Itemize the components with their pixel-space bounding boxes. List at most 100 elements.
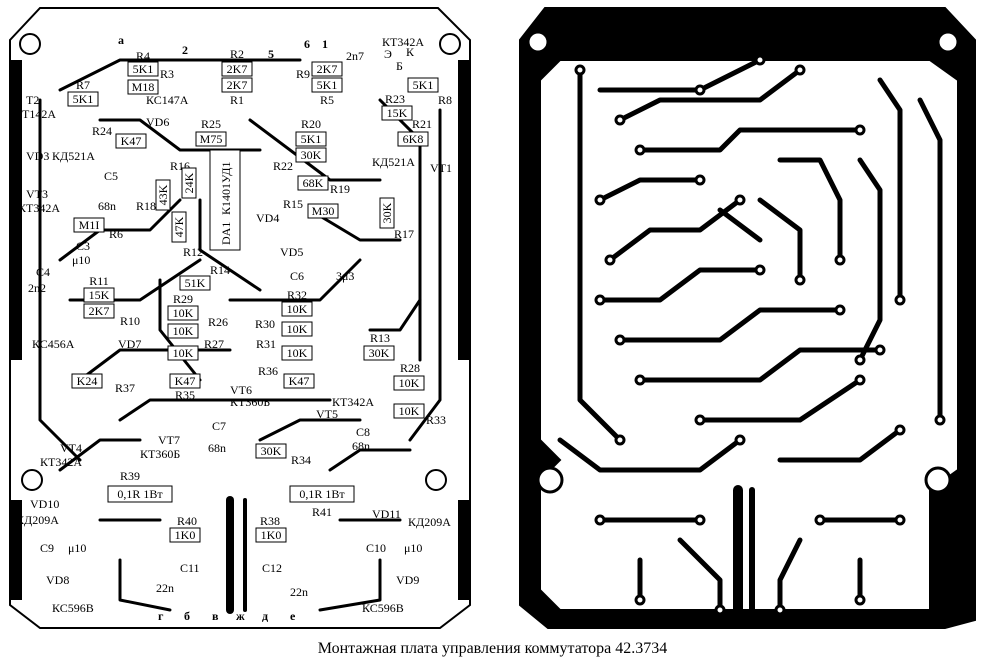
label-mu10-c10: μ10 <box>404 541 422 555</box>
label-c6: C6 <box>290 269 304 283</box>
resistor-R3 <box>127 79 159 95</box>
resistor-R31-value: 10K <box>287 346 308 360</box>
resistor-R29-value: 10K <box>173 306 194 320</box>
resistor-R4 <box>127 61 159 77</box>
resistor-R23 <box>381 105 413 121</box>
label-kt342a-vt5: КТ342А <box>332 395 374 409</box>
resistor-R8-value: 5K1 <box>413 78 434 92</box>
resistor-R12 <box>171 211 187 243</box>
label-vt1: VT1 <box>430 161 452 175</box>
resistor-R19-ref: R19 <box>330 182 350 196</box>
resistor-R31 <box>281 345 313 361</box>
ic-DA1-type: К1401УД1 <box>219 162 233 215</box>
ic-DA1-name: DA1 <box>219 222 233 245</box>
resistor-R36-value: K47 <box>289 374 310 388</box>
label-22n-c11: 22n <box>156 581 174 595</box>
resistor-R20-value: 5K1 <box>301 132 322 146</box>
label-68n-c5: 68n <box>98 199 116 213</box>
label-vt7: VT7 <box>158 433 180 447</box>
label-c10: C10 <box>366 541 386 555</box>
resistor-R7-value: 5K1 <box>73 92 94 106</box>
resistor-R19 <box>297 175 329 191</box>
label-t142a: Т142А <box>22 107 56 121</box>
label-vd4: VD4 <box>256 211 279 225</box>
resistor-R22-ref: R22 <box>273 159 293 173</box>
label-kt360b-vt7: КТ360Б <box>140 447 180 461</box>
pin-b: б <box>184 609 190 623</box>
resistor-R20 <box>295 131 327 147</box>
label-1: 1 <box>322 37 328 51</box>
label-a: а <box>118 33 124 47</box>
resistor-R35-value: K47 <box>175 374 196 388</box>
resistor-R12-ref: R12 <box>183 245 203 259</box>
label-6: 6 <box>304 37 310 51</box>
resistor-R30-value: 10K <box>287 322 308 336</box>
resistor-R2-ref: R2 <box>230 47 244 61</box>
resistor-R30-ref: R30 <box>255 317 275 331</box>
figure-caption: Монтажная плата управления коммутатора 4… <box>317 640 668 657</box>
label-kd209a-right: КД209А <box>408 515 451 529</box>
resistor-R39 <box>107 485 173 503</box>
label-vt6: VT6 <box>230 383 252 397</box>
resistor-R2-value: 2K7 <box>227 62 248 76</box>
resistor-R11 <box>83 287 115 303</box>
resistor-R18-value: 24K <box>182 172 196 193</box>
resistor-R32-value: 10K <box>287 302 308 316</box>
pin-zh: ж <box>236 609 245 623</box>
resistor-R27-ref: R27 <box>204 337 224 351</box>
label-vt3: VT3 <box>26 187 48 201</box>
resistor-R24-ref: R24 <box>92 124 112 138</box>
label-kc147a: КС147А <box>146 93 189 107</box>
label-vt5: VT5 <box>316 407 338 421</box>
resistor-R36 <box>283 373 315 389</box>
resistor-R34-value: 30K <box>261 444 282 458</box>
label-2n7: 2n7 <box>346 49 364 63</box>
resistor-R31-ref: R31 <box>256 337 276 351</box>
resistor-R40-value: 1K0 <box>175 528 196 542</box>
resistor-R11-ref: R11 <box>89 274 109 288</box>
resistor-R26-value: 10K <box>173 324 194 338</box>
resistor-R17-ref: R17 <box>394 227 414 241</box>
label-vd8: VD8 <box>46 573 69 587</box>
resistor-R8-ref: R8 <box>438 93 452 107</box>
resistor-R1 <box>221 77 253 93</box>
resistor-R7 <box>67 91 99 107</box>
resistor-R14-ref: R14 <box>210 263 230 277</box>
label-c9: C9 <box>40 541 54 555</box>
assembly-components: 5K1 R4 M18 R3 2K7 R2 2K7 R1 2K7 R9 5K1 R… <box>16 33 452 623</box>
resistor-R6-value: M1I <box>79 218 100 232</box>
label-2n2: 2n2 <box>28 281 46 295</box>
resistor-R34 <box>255 443 287 459</box>
label-kc596v-left: КС596В <box>52 601 94 615</box>
resistor-R41 <box>289 485 355 503</box>
label-e: Э <box>384 47 392 61</box>
resistor-R13-value: 30K <box>369 346 390 360</box>
resistor-R10-value: 2K7 <box>89 304 110 318</box>
mount-hole <box>425 469 447 491</box>
pin-g: г <box>158 609 164 623</box>
resistor-R28 <box>393 375 425 391</box>
ic-DA1 <box>209 149 241 251</box>
resistor-R15-value: M30 <box>312 204 335 218</box>
assembly-rail-left <box>10 60 22 360</box>
resistor-R30 <box>281 321 313 337</box>
pin-e: е <box>290 609 296 623</box>
copper-traces <box>557 57 943 613</box>
mount-hole <box>536 466 564 494</box>
resistor-R10 <box>83 303 115 319</box>
resistor-R2 <box>221 61 253 77</box>
resistor-R26-ref: R26 <box>208 315 228 329</box>
resistor-R3-ref: R3 <box>160 67 174 81</box>
resistor-R14-value: 51K <box>185 276 206 290</box>
resistor-R22-value: 30K <box>301 148 322 162</box>
resistor-R17 <box>379 197 395 229</box>
resistor-R32-ref: R32 <box>287 288 307 302</box>
label-c3: C3 <box>76 239 90 253</box>
resistor-R25-ref: R25 <box>201 117 221 131</box>
assembly-rail-right-lower <box>458 500 470 600</box>
assembly-rail-left-lower <box>10 500 22 600</box>
resistor-R21-ref: R21 <box>412 117 432 131</box>
resistor-R38-value: 1K0 <box>261 528 282 542</box>
pads <box>574 54 946 616</box>
resistor-R33 <box>393 403 425 419</box>
